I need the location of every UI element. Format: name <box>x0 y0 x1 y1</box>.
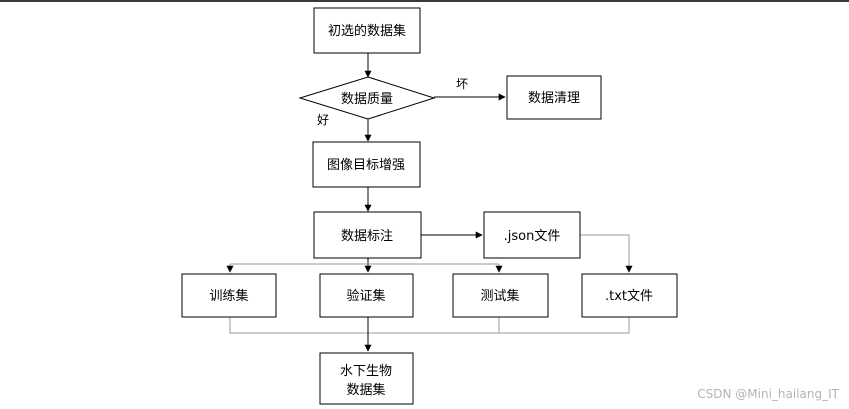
csdn-watermark: CSDN @Mini_hailang_IT <box>697 387 839 401</box>
node-data-quality-label: 数据质量 <box>341 92 393 107</box>
node-data-quality: 数据质量 <box>298 76 436 120</box>
node-test-set: 测试集 <box>452 273 549 318</box>
node-data-cleaning-label: 数据清理 <box>528 91 580 106</box>
node-test-set-label: 测试集 <box>480 288 519 304</box>
node-image-enhance: 图像目标增强 <box>312 141 421 188</box>
node-data-cleaning: 数据清理 <box>506 75 602 120</box>
node-train-set-label: 训练集 <box>209 288 248 304</box>
node-val-set-label: 验证集 <box>346 288 385 304</box>
top-border-line <box>0 0 849 2</box>
merge-bar <box>229 317 630 334</box>
node-json-file: .json文件 <box>483 211 581 259</box>
node-initial-dataset: 初选的数据集 <box>313 7 421 54</box>
node-train-set: 训练集 <box>181 273 277 318</box>
node-data-labeling-label: 数据标注 <box>341 229 393 244</box>
edge-label-good: 好 <box>317 113 329 127</box>
node-image-enhance-label: 图像目标增强 <box>327 158 405 173</box>
node-val-set: 验证集 <box>319 273 414 318</box>
node-data-labeling: 数据标注 <box>313 211 422 259</box>
node-json-file-label: .json文件 <box>504 229 561 244</box>
node-underwater-dataset-label-line2: 数据集 <box>346 382 385 398</box>
node-txt-file-label: .txt文件 <box>605 289 653 304</box>
node-initial-dataset-label: 初选的数据集 <box>328 23 406 39</box>
node-txt-file: .txt文件 <box>581 273 678 318</box>
edge-label-bad: 坏 <box>456 77 468 91</box>
node-underwater-dataset: 水下生物 数据集 <box>319 352 414 405</box>
node-underwater-dataset-label-line1: 水下生物 <box>340 364 392 379</box>
connector-json-to-txt <box>580 234 630 272</box>
